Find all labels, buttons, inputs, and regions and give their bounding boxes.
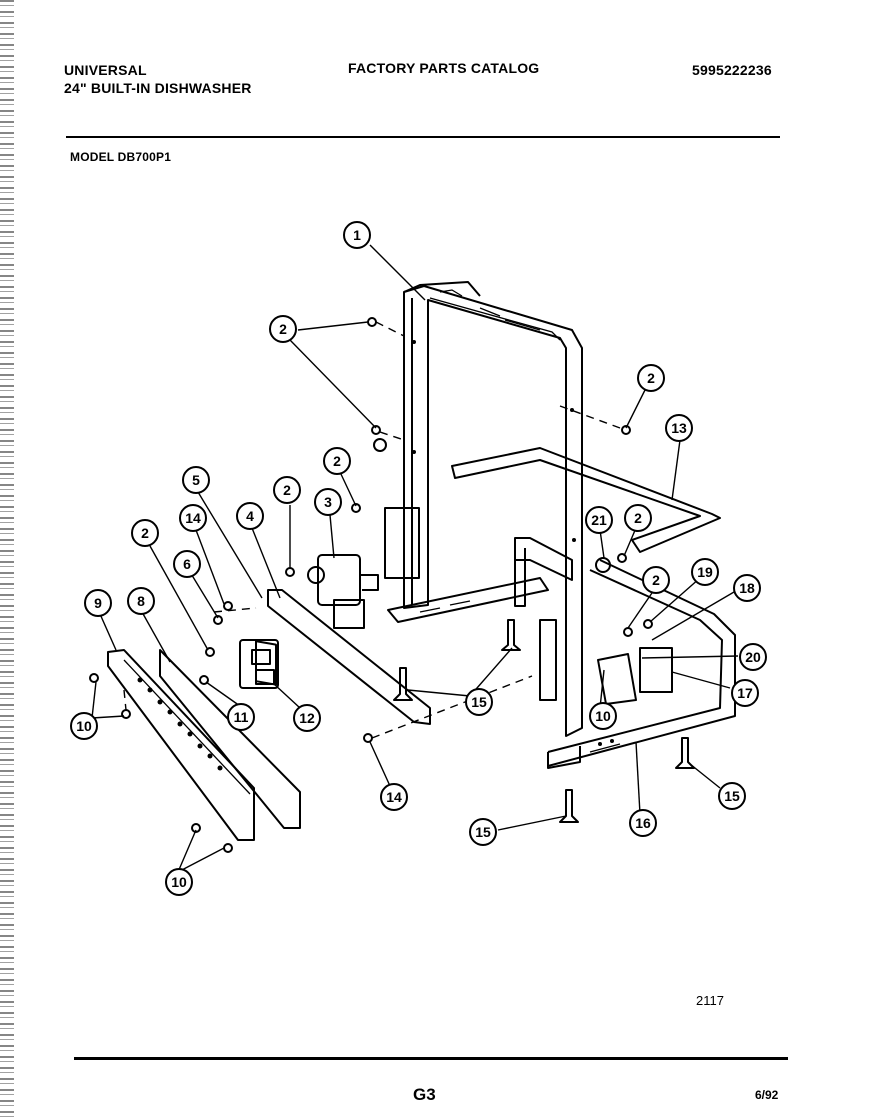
callout-13: 13	[665, 414, 693, 442]
callout-8: 8	[127, 587, 155, 615]
svg-text:9: 9	[94, 595, 102, 611]
svg-text:4: 4	[246, 508, 254, 524]
svg-text:19: 19	[697, 564, 713, 580]
svg-text:15: 15	[471, 694, 487, 710]
leveling-legs	[393, 619, 695, 823]
callout-12: 12	[293, 704, 321, 732]
svg-text:16: 16	[635, 815, 651, 831]
callout-15: 15	[718, 782, 746, 810]
callout-14: 14	[380, 783, 408, 811]
tub-mount-bracket	[451, 447, 721, 553]
svg-text:14: 14	[185, 510, 201, 526]
callout-4: 4	[236, 502, 264, 530]
clip-part-10	[597, 653, 637, 705]
page-date: 6/92	[755, 1088, 779, 1102]
svg-text:11: 11	[234, 709, 249, 725]
callout-9: 9	[84, 589, 112, 617]
water-valve-part	[307, 554, 379, 629]
callout-10: 10	[165, 868, 193, 896]
svg-text:1: 1	[353, 227, 361, 243]
callout-17: 17	[731, 679, 759, 707]
svg-text:21: 21	[591, 512, 607, 528]
svg-text:5: 5	[192, 472, 200, 488]
callout-11: 11	[227, 703, 255, 731]
callout-2: 2	[637, 364, 665, 392]
figure-reference: 2117	[696, 993, 724, 1008]
callout-2: 2	[273, 476, 301, 504]
model-label: MODEL DB700P1	[70, 150, 172, 164]
callout-10: 10	[70, 712, 98, 740]
svg-text:2: 2	[333, 453, 341, 469]
catalog-title: FACTORY PARTS CATALOG	[348, 60, 540, 76]
svg-text:8: 8	[137, 593, 145, 609]
callout-2: 2	[624, 504, 652, 532]
assembly-lines	[123, 321, 621, 739]
svg-text:2: 2	[652, 572, 660, 588]
callout-5: 5	[182, 466, 210, 494]
svg-text:18: 18	[739, 580, 755, 596]
svg-text:15: 15	[724, 788, 740, 804]
kick-plate-holes	[137, 677, 223, 771]
svg-text:13: 13	[671, 420, 687, 436]
toe-kick-panels	[107, 649, 301, 841]
svg-text:20: 20	[745, 649, 761, 665]
svg-text:10: 10	[595, 708, 611, 724]
callout-21: 21	[585, 506, 613, 534]
callout-15: 15	[469, 818, 497, 846]
document-number: 5995222236	[692, 62, 772, 78]
callout-15: 15	[465, 688, 493, 716]
svg-text:12: 12	[299, 710, 315, 726]
svg-text:14: 14	[386, 789, 402, 805]
svg-text:10: 10	[171, 874, 187, 890]
svg-text:17: 17	[737, 685, 753, 701]
svg-text:2: 2	[634, 510, 642, 526]
callout-1: 1	[343, 221, 371, 249]
callout-2: 2	[323, 447, 351, 475]
callout-2: 2	[131, 519, 159, 547]
brand-name: UNIVERSAL	[64, 62, 147, 78]
door-frame-part	[384, 281, 736, 769]
callout-2: 2	[269, 315, 297, 343]
callout-14: 14	[179, 504, 207, 532]
page-id: G3	[413, 1085, 436, 1104]
screws	[89, 317, 653, 853]
svg-text:2: 2	[279, 321, 287, 337]
callout-20: 20	[739, 643, 767, 671]
svg-text:3: 3	[324, 494, 332, 510]
svg-text:10: 10	[76, 718, 92, 734]
side-bracket	[539, 619, 557, 701]
svg-text:15: 15	[475, 824, 491, 840]
callout-6: 6	[173, 550, 201, 578]
bracket-part-5	[255, 640, 277, 686]
callout-3: 3	[314, 488, 342, 516]
svg-text:2: 2	[141, 525, 149, 541]
scan-edge-artifact	[0, 0, 14, 1120]
svg-text:6: 6	[183, 556, 191, 572]
callout-16: 16	[629, 809, 657, 837]
leader-lines	[91, 244, 739, 873]
footer-divider	[74, 1057, 788, 1060]
support-rail-part	[267, 589, 431, 725]
svg-text:2: 2	[647, 370, 655, 386]
header-divider	[66, 136, 780, 138]
svg-text:2: 2	[283, 482, 291, 498]
callout-2: 2	[642, 566, 670, 594]
callout-18: 18	[733, 574, 761, 602]
callout-10: 10	[589, 702, 617, 730]
hinge-plate-part	[639, 647, 673, 693]
product-name: 24" BUILT-IN DISHWASHER	[64, 80, 252, 96]
callout-19: 19	[691, 558, 719, 586]
